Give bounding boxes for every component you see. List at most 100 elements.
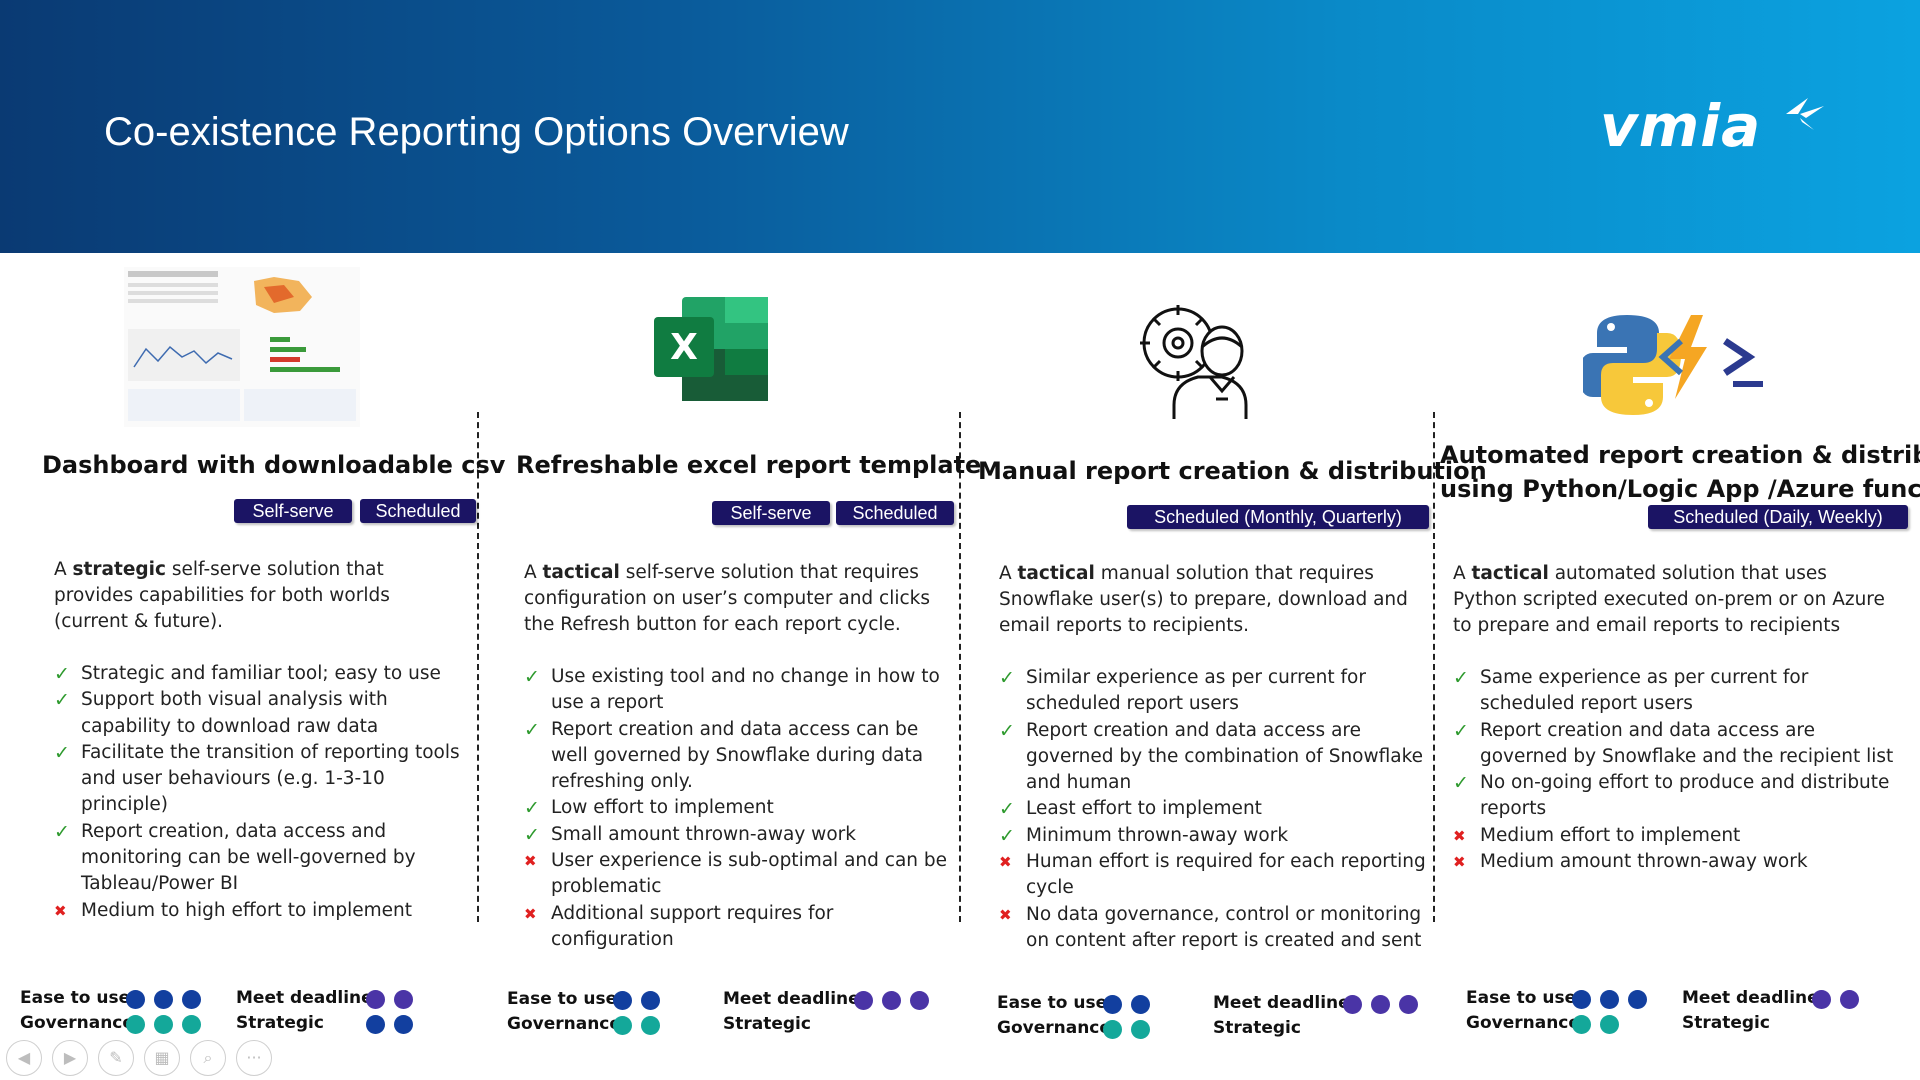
- check-icon: ✓: [1453, 667, 1469, 689]
- bullet-text: Small amount thrown-away work: [551, 823, 856, 845]
- cross-icon: ✖: [1453, 853, 1466, 872]
- cross-icon: ✖: [524, 904, 537, 923]
- list-item: ✓Report creation and data access can be …: [524, 717, 954, 796]
- desc-prefix: A: [999, 563, 1018, 584]
- tag-self-serve: Self-serve: [712, 501, 830, 525]
- option-title: Dashboard with downloadable csv: [42, 451, 506, 479]
- bullet-text: Support both visual analysis with capabi…: [81, 689, 388, 737]
- list-item: ✖Medium amount thrown-away work: [1453, 849, 1903, 875]
- ease-dot: [154, 990, 173, 1009]
- list-item: ✓Use existing tool and no change in how …: [524, 664, 954, 717]
- ease-dot: [1628, 990, 1647, 1009]
- option-description: A tactical automated solution that uses …: [1453, 561, 1893, 639]
- next-icon[interactable]: ▶: [52, 1040, 88, 1076]
- pen-icon[interactable]: ✎: [98, 1040, 134, 1076]
- desc-prefix: A: [54, 559, 73, 580]
- deadline-label: Meet deadline: [1213, 993, 1350, 1013]
- list-item: ✖No data governance, control or monitori…: [999, 902, 1429, 955]
- desc-keyword: strategic: [72, 559, 166, 580]
- more-icon[interactable]: ···: [236, 1040, 272, 1076]
- bullet-text: Report creation and data access are gove…: [1026, 719, 1424, 794]
- check-icon: ✓: [999, 667, 1015, 689]
- desc-prefix: A: [524, 562, 543, 583]
- list-item: ✓Report creation and data access are gov…: [999, 718, 1429, 797]
- bullet-text: Minimum thrown-away work: [1026, 824, 1289, 846]
- governance-dot: [1131, 1020, 1150, 1039]
- deadline-dot: [910, 991, 929, 1010]
- check-icon: ✓: [524, 797, 540, 820]
- header-banner: Co-existence Reporting Options Overview …: [0, 0, 1920, 253]
- slides-icon[interactable]: ▦: [144, 1040, 180, 1076]
- governance-dot: [154, 1015, 173, 1034]
- check-icon: ✓: [999, 824, 1015, 847]
- desc-text: automated solution that uses Python scri…: [1453, 563, 1885, 636]
- deadline-label: Meet deadline: [723, 989, 860, 1009]
- bullet-text: Human effort is required for each report…: [1026, 851, 1426, 899]
- bullet-text: Strategic and familiar tool; easy to use: [81, 663, 441, 684]
- strategic-dot: [394, 1015, 413, 1034]
- deadline-dot: [366, 990, 385, 1009]
- cross-icon: ✖: [54, 901, 67, 920]
- list-item: ✓Report creation, data access and monito…: [54, 819, 464, 898]
- list-item: ✓Report creation and data access are gov…: [1453, 718, 1903, 771]
- governance-dot: [641, 1016, 660, 1035]
- previous-icon[interactable]: ◀: [6, 1040, 42, 1076]
- page-title: Co-existence Reporting Options Overview: [104, 110, 849, 154]
- bullet-text: Similar experience as per current for sc…: [1026, 667, 1366, 715]
- bullet-text: No on-going effort to produce and distri…: [1480, 772, 1890, 820]
- zoom-icon[interactable]: ⌕: [190, 1040, 226, 1076]
- python-azure-icon: [1579, 311, 1779, 417]
- deadline-dot: [394, 990, 413, 1009]
- vmia-logo: vmia: [1600, 92, 1830, 162]
- check-icon: ✓: [1453, 772, 1469, 795]
- list-item: ✓Support both visual analysis with capab…: [54, 687, 464, 740]
- deadline-dot: [1371, 995, 1390, 1014]
- excel-icon: X: [654, 297, 768, 401]
- bullet-text: Report creation and data access are gove…: [1480, 719, 1894, 767]
- desc-keyword: tactical: [542, 562, 620, 583]
- desc-keyword: tactical: [1471, 563, 1549, 584]
- pros-cons-list: ✓ Strategic and familiar tool; easy to us…: [54, 661, 464, 924]
- dashboard-thumbnail-icon: [124, 267, 360, 427]
- strategic-label: Strategic: [1682, 1013, 1770, 1033]
- ease-label: Ease to use: [20, 988, 131, 1008]
- strategic-label: Strategic: [236, 1013, 324, 1033]
- governance-dot: [1103, 1020, 1122, 1039]
- tag-self-serve: Self-serve: [234, 499, 352, 523]
- governance-dot: [1572, 1015, 1591, 1034]
- list-item: ✖ Human effort is required for each repor…: [999, 849, 1429, 902]
- option-description: A strategic self-serve solution that pro…: [54, 557, 464, 635]
- desc-text: self-serve solution that provides capabi…: [54, 559, 390, 632]
- pros-cons-list: ✓ Use existing tool and no change in how …: [524, 664, 954, 953]
- list-item: ✖Medium effort to implement: [1453, 823, 1903, 849]
- bullet-text: Medium to high effort to implement: [81, 899, 412, 921]
- deadline-dot: [854, 991, 873, 1010]
- logo-text: vmia: [1600, 92, 1762, 160]
- pros-cons-list: ✓ Similar experience as per current for s…: [999, 665, 1429, 954]
- cross-icon: ✖: [999, 853, 1012, 872]
- list-item: ✖Additional support requires for configu…: [524, 901, 954, 954]
- list-item: ✓ No on-going effort to produce and distr…: [1453, 770, 1903, 823]
- strategic-dot: [366, 1015, 385, 1034]
- column-divider: [477, 412, 479, 922]
- list-item: ✓Facilitate the transition of reporting …: [54, 740, 464, 819]
- bullet-text: Report creation, data access and monitor…: [81, 820, 416, 895]
- deadline-label: Meet deadline: [1682, 988, 1819, 1008]
- bullet-text: Report creation and data access can be w…: [551, 718, 924, 793]
- ease-label: Ease to use: [507, 989, 618, 1009]
- list-item: ✓Least effort to implement: [999, 796, 1429, 822]
- strategic-label: Strategic: [723, 1014, 811, 1034]
- ease-dot: [1600, 990, 1619, 1009]
- bullet-text: Same experience as per current for sched…: [1480, 667, 1809, 715]
- strategic-label: Strategic: [1213, 1018, 1301, 1038]
- check-icon: ✓: [54, 663, 70, 685]
- ease-dot: [1103, 995, 1122, 1014]
- bullet-text: Use existing tool and no change in how t…: [551, 666, 940, 714]
- desc-text: self-serve solution that requires config…: [524, 562, 931, 635]
- ease-dot: [613, 991, 632, 1010]
- ease-label: Ease to use: [997, 993, 1108, 1013]
- option-description: A tactical manual solution that requires…: [999, 561, 1429, 639]
- governance-dot: [182, 1015, 201, 1034]
- logo-star-icon: [1786, 98, 1824, 130]
- tag-scheduled-monthly: Scheduled (Monthly, Quarterly): [1127, 505, 1429, 529]
